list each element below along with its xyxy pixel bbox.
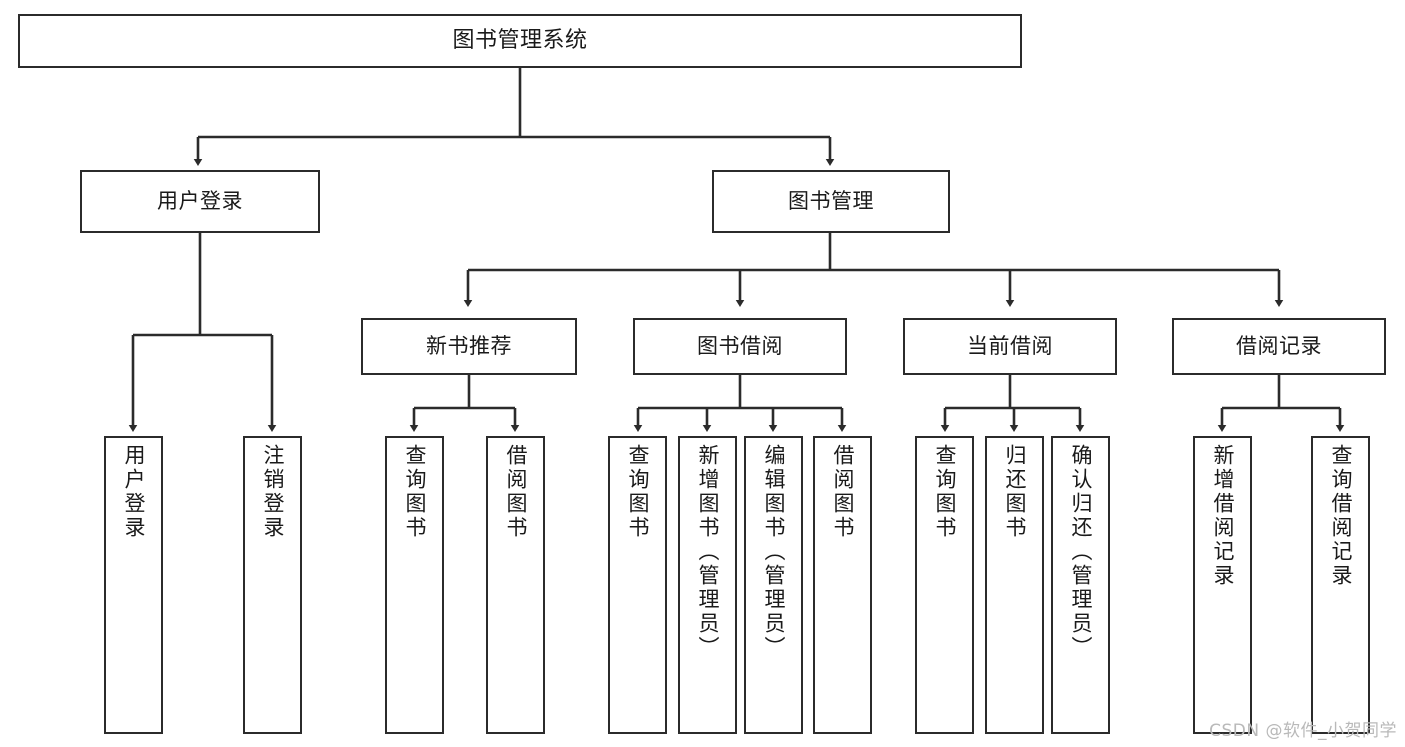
node-label: 借阅记录 — [1236, 334, 1322, 359]
csdn-watermark: CSDN @软件_小贺同学 — [1209, 721, 1397, 741]
node-leaf-user-logout[interactable]: 注销登录 — [243, 436, 302, 734]
node-book-borrow[interactable]: 图书借阅 — [633, 318, 847, 375]
node-label: 查询借阅记录 — [1329, 444, 1353, 588]
node-leaf-edit-book-admin[interactable]: 编辑图书（管理员） — [744, 436, 803, 734]
node-label: 图书管理系统 — [452, 28, 588, 54]
node-label: 注销登录 — [261, 444, 285, 540]
node-borrow-record[interactable]: 借阅记录 — [1172, 318, 1386, 375]
node-label: 查询图书 — [626, 444, 650, 540]
node-label: 新书推荐 — [426, 334, 512, 359]
node-book-manage[interactable]: 图书管理 — [712, 170, 950, 233]
node-leaf-query-book-new[interactable]: 查询图书 — [385, 436, 444, 734]
node-label: 借阅图书 — [831, 444, 855, 540]
node-label: 查询图书 — [933, 444, 957, 540]
node-leaf-query-book-borrow[interactable]: 查询图书 — [608, 436, 667, 734]
node-label: 图书借阅 — [697, 334, 783, 359]
node-leaf-query-borrow-record[interactable]: 查询借阅记录 — [1311, 436, 1370, 734]
node-root-system[interactable]: 图书管理系统 — [18, 14, 1022, 68]
node-label: 查询图书 — [403, 444, 427, 540]
node-leaf-query-book-current[interactable]: 查询图书 — [915, 436, 974, 734]
node-current-borrow[interactable]: 当前借阅 — [903, 318, 1117, 375]
node-leaf-confirm-return-admin[interactable]: 确认归还（管理员） — [1051, 436, 1110, 734]
node-leaf-return-book[interactable]: 归还图书 — [985, 436, 1044, 734]
node-leaf-add-book-admin[interactable]: 新增图书（管理员） — [678, 436, 737, 734]
node-label: 用户登录 — [157, 189, 243, 214]
node-label: 当前借阅 — [967, 334, 1053, 359]
node-label: 图书管理 — [788, 189, 874, 214]
node-label: 借阅图书 — [504, 444, 528, 540]
node-new-book-recommend[interactable]: 新书推荐 — [361, 318, 577, 375]
node-label: 确认归还（管理员） — [1069, 444, 1093, 660]
node-label: 编辑图书（管理员） — [762, 444, 786, 660]
node-leaf-user-login[interactable]: 用户登录 — [104, 436, 163, 734]
node-user-login[interactable]: 用户登录 — [80, 170, 320, 233]
node-label: 新增借阅记录 — [1211, 444, 1235, 588]
node-leaf-add-borrow-record[interactable]: 新增借阅记录 — [1193, 436, 1252, 734]
node-label: 归还图书 — [1003, 444, 1027, 540]
node-label: 新增图书（管理员） — [696, 444, 720, 660]
node-leaf-borrow-book[interactable]: 借阅图书 — [813, 436, 872, 734]
node-label: 用户登录 — [122, 444, 146, 540]
node-leaf-borrow-book-new[interactable]: 借阅图书 — [486, 436, 545, 734]
